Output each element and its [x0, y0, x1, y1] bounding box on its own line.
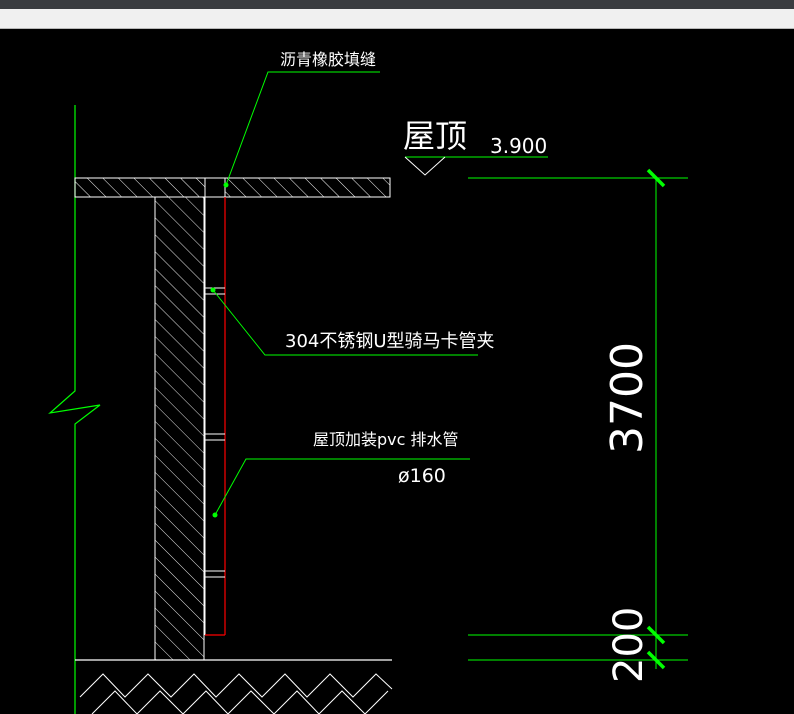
title-bar-dark-strip	[0, 0, 794, 9]
roof-slab	[74, 177, 391, 198]
label-dim-base: 200	[606, 607, 652, 683]
label-top-joint: 沥青橡胶填缝	[280, 50, 376, 69]
leader-top-joint-dot	[223, 182, 229, 188]
label-roof-name: 屋顶	[403, 117, 467, 155]
label-pipe-diameter: ø160	[398, 465, 446, 487]
cad-canvas[interactable]: 沥青橡胶填缝 屋顶 3.900 304不锈钢U型骑马卡管夹 屋顶加装pvc 排水…	[0, 29, 794, 714]
leader-pipe	[214, 458, 470, 516]
slab-joint-gap	[204, 177, 226, 198]
wall-column	[154, 196, 205, 661]
label-pipe-desc: 屋顶加装pvc 排水管	[313, 430, 459, 449]
title-bar-light-strip	[0, 9, 794, 29]
clamp-3	[205, 570, 225, 578]
label-dim-height: 3700	[602, 342, 653, 454]
leader-clamp	[212, 289, 478, 356]
dimension-ticks	[646, 168, 666, 670]
label-clamp: 304不锈钢U型骑马卡管夹	[285, 331, 495, 352]
ground-hatch	[79, 673, 393, 698]
leader-top-joint	[225, 71, 380, 186]
leader-clamp-dot	[210, 287, 216, 293]
break-line	[48, 105, 101, 714]
ground-hatch-2	[91, 690, 389, 714]
leader-pipe-dot	[212, 512, 218, 518]
label-roof-elevation: 3.900	[490, 134, 547, 158]
clamp-1	[205, 287, 225, 295]
dimension-group	[468, 177, 688, 669]
clamp-2	[205, 433, 225, 441]
elevation-triangle	[404, 156, 446, 176]
window-title-bar	[0, 0, 794, 29]
